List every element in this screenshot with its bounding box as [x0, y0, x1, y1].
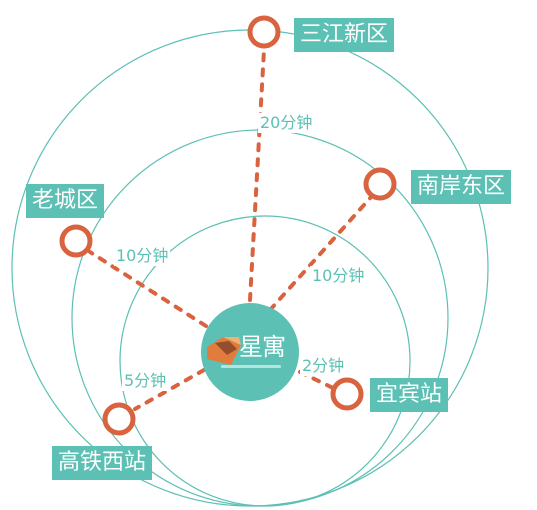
label-nanan: 南岸东区 [411, 170, 512, 204]
time-gaotie: 5分钟 [122, 371, 169, 391]
logo-subline [221, 365, 281, 368]
logo-text: 星寓 [239, 333, 286, 361]
center-logo: 星寓 [201, 303, 299, 401]
time-nanan: 10分钟 [310, 266, 367, 286]
marker-nanan [363, 167, 397, 201]
time-laocheng: 10分钟 [114, 246, 171, 266]
time-sanjiang: 20分钟 [258, 113, 315, 133]
logo-mark-icon [207, 337, 241, 365]
marker-laocheng [59, 224, 93, 258]
marker-sanjiang [247, 15, 281, 49]
time-yibin: 2分钟 [300, 356, 347, 376]
route-gaotie [133, 368, 206, 411]
marker-yibin [330, 377, 364, 411]
route-laocheng [88, 250, 208, 328]
route-sanjiang [248, 48, 266, 302]
label-gaotie: 高铁西站 [52, 446, 153, 480]
label-laocheng: 老城区 [26, 184, 105, 218]
label-sanjiang: 三江新区 [294, 18, 395, 52]
inner-ring [119, 215, 411, 507]
route-nanan [268, 194, 374, 312]
marker-gaotie [102, 402, 136, 436]
label-yibin: 宜宾站 [370, 378, 449, 412]
